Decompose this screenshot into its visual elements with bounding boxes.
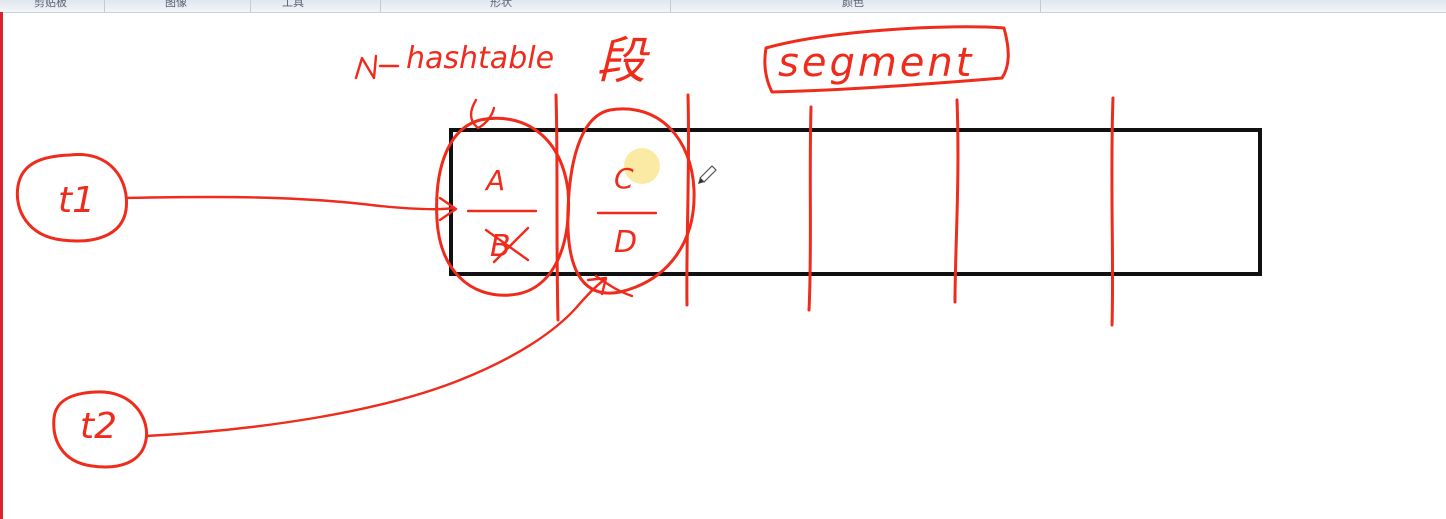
thread-2-label: t2 <box>80 406 117 447</box>
segment-1-circle <box>435 116 571 297</box>
ribbon-separator <box>250 0 251 12</box>
thread-1-label: t1 <box>58 180 95 221</box>
segment-array-box <box>449 128 1262 276</box>
segment-divider <box>807 105 813 312</box>
ribbon-group-clipboard[interactable]: 剪贴板 <box>34 0 67 9</box>
hashtable-label: hashtable <box>406 41 554 76</box>
segment-divider <box>685 93 691 307</box>
bucket-1-crossout <box>484 226 530 264</box>
thread-1-arrow <box>124 195 458 222</box>
segment-2-circle <box>566 107 696 295</box>
canvas-left-border <box>0 12 3 519</box>
segment-divider <box>1110 96 1115 327</box>
bucket-2-bottom-label: D <box>614 225 637 260</box>
pencil-cursor-icon <box>698 165 717 184</box>
segment-divider <box>554 93 560 322</box>
ribbon-separator <box>104 0 105 12</box>
segment-label: segment <box>778 40 974 86</box>
top-arrow <box>469 98 496 130</box>
ribbon-group-colors[interactable]: 颜色 <box>842 0 864 9</box>
ribbon-group-image[interactable]: 图像 <box>165 0 187 9</box>
ribbon-group-shapes[interactable]: 形状 <box>490 0 512 9</box>
thread-1-circle <box>15 152 128 243</box>
bucket-1-top-label: A <box>484 164 505 197</box>
highlight-dot <box>624 148 660 184</box>
ribbon-separator <box>1040 0 1041 12</box>
ribbon-group-tools[interactable]: 工具 <box>282 0 304 9</box>
ribbon-separator <box>670 0 671 12</box>
thread-2-circle <box>52 390 149 469</box>
ribbon-strip: 剪贴板 图像 工具 形状 颜色 <box>0 0 1446 13</box>
bucket-2-top-label: C <box>614 162 634 195</box>
ribbon-separator <box>380 0 381 12</box>
segment-divider <box>953 98 960 304</box>
thread-2-arrow <box>144 276 608 438</box>
hashtable-marker <box>354 54 400 80</box>
segment-label-box <box>763 25 1010 94</box>
duan-label: 段 <box>596 32 650 90</box>
